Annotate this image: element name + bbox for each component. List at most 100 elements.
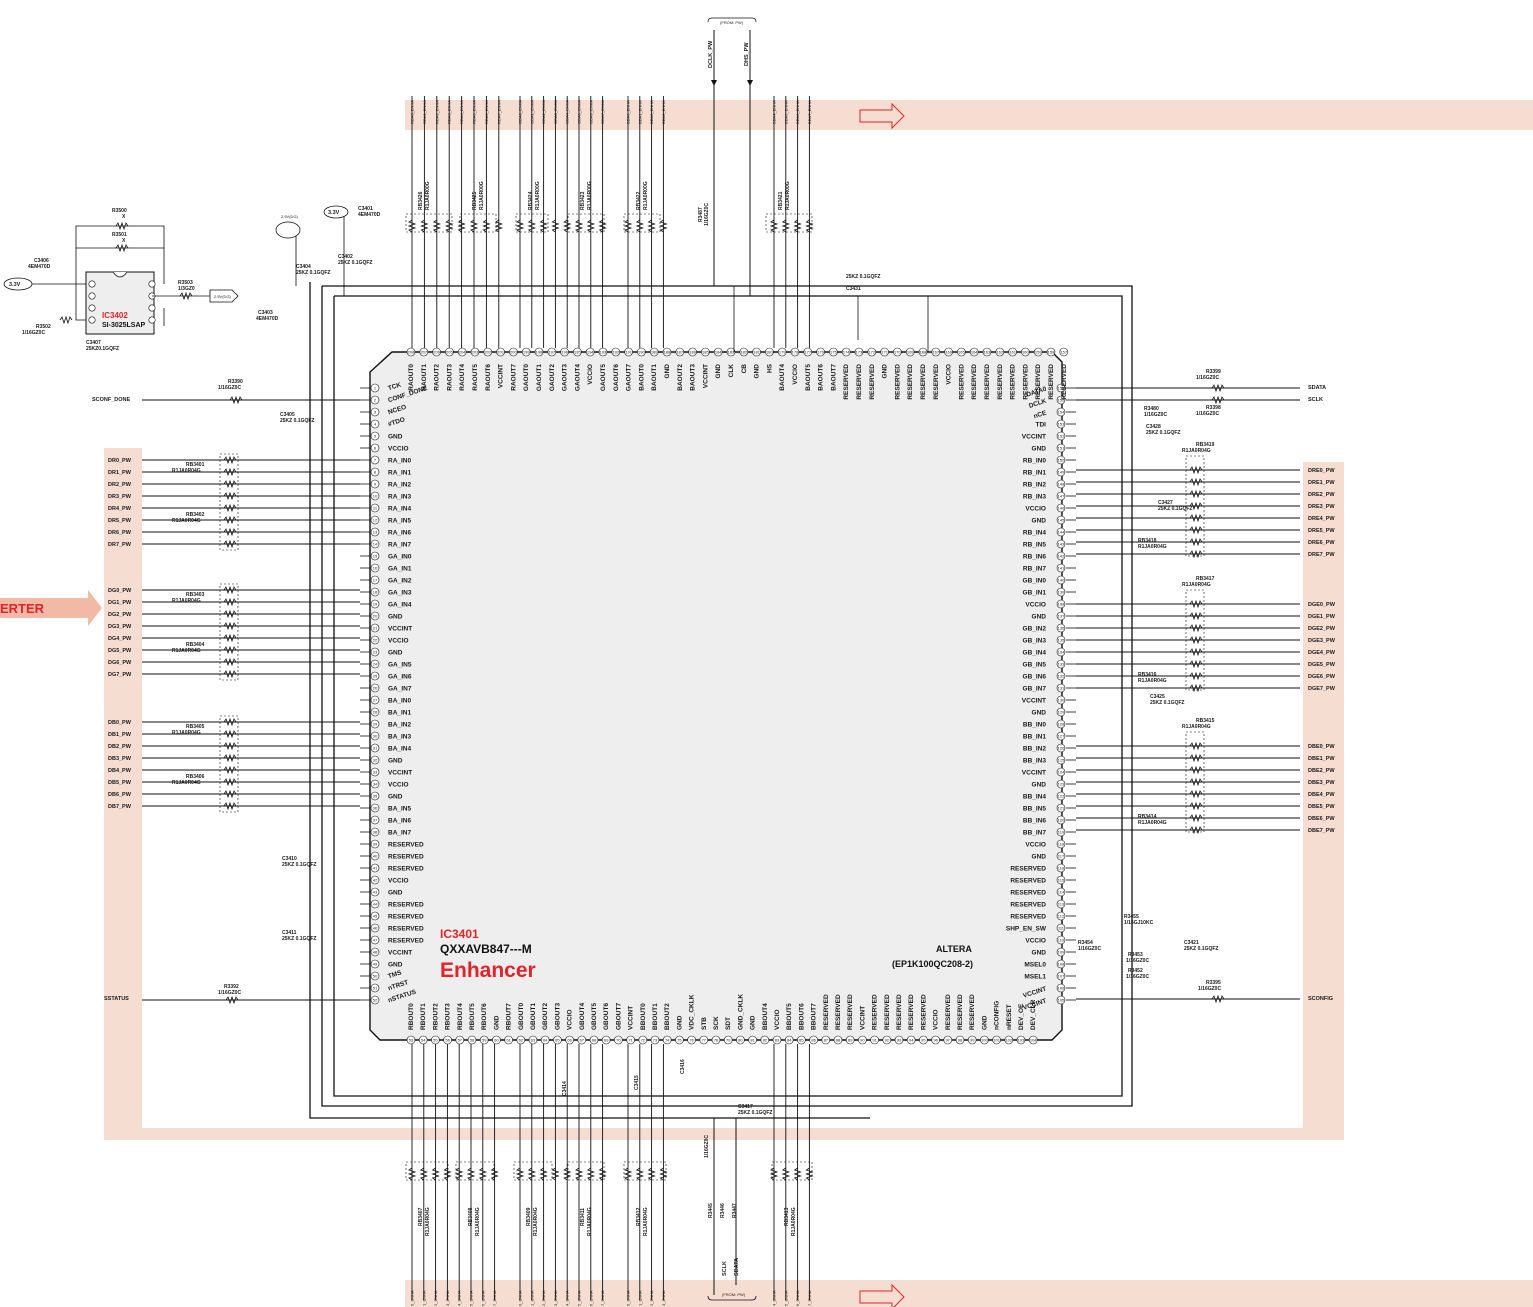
pin-number: 80 <box>738 1038 743 1043</box>
pin-number: 108 <box>1058 962 1065 967</box>
net-label: DG1_PW <box>108 600 132 606</box>
pin-pad <box>944 347 953 357</box>
pin-label: GB_IN5 <box>1023 662 1047 669</box>
rb-element <box>223 777 237 787</box>
pin-pad <box>1056 455 1066 465</box>
pin-label: GND <box>1032 950 1047 957</box>
c3405-value: 25KZ 0.1GQFZ <box>280 418 314 424</box>
pin-number: 158 <box>1048 350 1055 355</box>
pin-pad <box>1056 671 1066 681</box>
net-label: RDA7_ENHA <box>496 100 501 124</box>
pin-pad <box>809 1035 818 1045</box>
resistor-pack-ref: RB3426 <box>418 191 424 210</box>
net-label: DB4_PW <box>108 768 132 774</box>
pin-label: VCCIO <box>567 1009 574 1030</box>
net-label: 1_ENHA <box>421 1290 426 1306</box>
pin-pad <box>833 1035 843 1045</box>
resistor-pack-ref: RB3417 <box>1196 576 1215 582</box>
pin-label: GBOUT5 <box>591 1003 598 1030</box>
r3392-value: 1/16GZ0C <box>218 990 241 996</box>
resistor-pack-value: R1JA0R00G <box>785 181 791 210</box>
pin-pad <box>1056 539 1066 549</box>
pin-number: 136 <box>1058 626 1065 631</box>
pin-label: VCCINT <box>498 364 505 388</box>
pin-pad <box>845 1035 855 1045</box>
pin-label: RESERVED <box>388 902 424 909</box>
pin-label: BBOUT5 <box>786 1003 793 1030</box>
pin-number: 179 <box>779 350 786 355</box>
pin-pad <box>1016 1035 1026 1045</box>
net-label: BDA1_ENHA <box>637 100 642 124</box>
pin-number: 137 <box>1058 614 1065 619</box>
pin-number: 65 <box>555 1038 560 1043</box>
pin-number: 60 <box>494 1038 499 1043</box>
net-label: DBE1_PW <box>1308 756 1335 762</box>
r3500-value: X <box>122 214 126 220</box>
pin-number: 196 <box>561 350 568 355</box>
pin-number: 95 <box>921 1038 926 1043</box>
pin-pad <box>1056 503 1066 513</box>
rb-element <box>1189 477 1203 487</box>
pin-label: RAOUT6 <box>485 364 492 391</box>
pin-number: 17 <box>373 578 378 583</box>
sconfig-net: SCONFIG <box>1308 996 1333 1002</box>
pin-pad <box>1056 563 1066 573</box>
resistor-pack-value: R1JA0R00G <box>479 181 485 210</box>
pin-number: 193 <box>600 350 607 355</box>
pin-label: BAOUT4 <box>779 364 786 391</box>
c3415-label: C3415 <box>634 1075 640 1090</box>
pin-pad <box>614 1035 623 1045</box>
pin-pad <box>560 347 569 357</box>
pin-pad <box>1056 611 1066 621</box>
pin-number: 69 <box>604 1038 609 1043</box>
sconf-done-net: SCONF_DONE <box>92 397 131 403</box>
pin-number: 119 <box>1058 830 1065 835</box>
pin-label: VCCIO <box>388 878 409 885</box>
pin-number: 30 <box>373 734 378 739</box>
pin-label: GND <box>664 364 671 379</box>
rb-element <box>623 1167 633 1181</box>
pin-number: 67 <box>580 1038 585 1043</box>
pin-pad <box>662 347 672 357</box>
pin-number: 189 <box>651 350 658 355</box>
pin-pad <box>370 659 380 669</box>
pin-label: GA_IN5 <box>388 662 412 669</box>
pin-pad <box>1056 767 1066 777</box>
pin-label: HS <box>766 363 773 373</box>
net-label: DG3_PW <box>108 624 132 630</box>
pin-number: 57 <box>458 1038 463 1043</box>
resistor-pack-ref: RB3404 <box>186 642 205 648</box>
pin-pad <box>637 347 646 357</box>
rb-element <box>586 219 596 233</box>
net-label: DB3_PW <box>108 756 132 762</box>
resistor-pack-value: R1JA0R00G <box>643 181 649 210</box>
pin-label: VCCIO <box>792 364 799 385</box>
pin-label: BAOUT2 <box>677 364 684 391</box>
pin-number: 83 <box>775 1038 780 1043</box>
c3403-label: C3403 <box>258 310 273 316</box>
r3392-label: R3392 <box>224 984 239 990</box>
pin-pad <box>882 1035 892 1045</box>
resistor-pack-ref: RB3415 <box>1196 718 1215 724</box>
resistor-pack-value: R1JA0R04G <box>1182 724 1211 730</box>
rb-element <box>1189 501 1203 511</box>
pin-number: 7 <box>374 458 377 463</box>
pin-pad <box>370 599 380 609</box>
c3417-label: C3417 <box>738 1104 753 1110</box>
pin-label: RB_IN5 <box>1023 542 1047 549</box>
v33-label-mid: 3.3V <box>328 210 340 216</box>
pin-number: 24 <box>373 662 378 667</box>
pin-number: 188 <box>664 350 671 355</box>
pin-pad <box>370 779 380 789</box>
pin-label: BB_IN7 <box>1023 830 1047 837</box>
pin-label: RAOUT3 <box>446 364 453 391</box>
pin-number: 91 <box>872 1038 877 1043</box>
pin-pad <box>406 1035 416 1045</box>
net-label: 1_ENHA <box>637 1290 642 1306</box>
pin-pad <box>1056 899 1066 909</box>
pin-label: nCE <box>1033 409 1048 420</box>
resistor-pack-value: R1JA0R04G <box>1138 820 1167 826</box>
pin-label: GAOUT0 <box>523 364 530 391</box>
pin-pad <box>1056 395 1066 405</box>
